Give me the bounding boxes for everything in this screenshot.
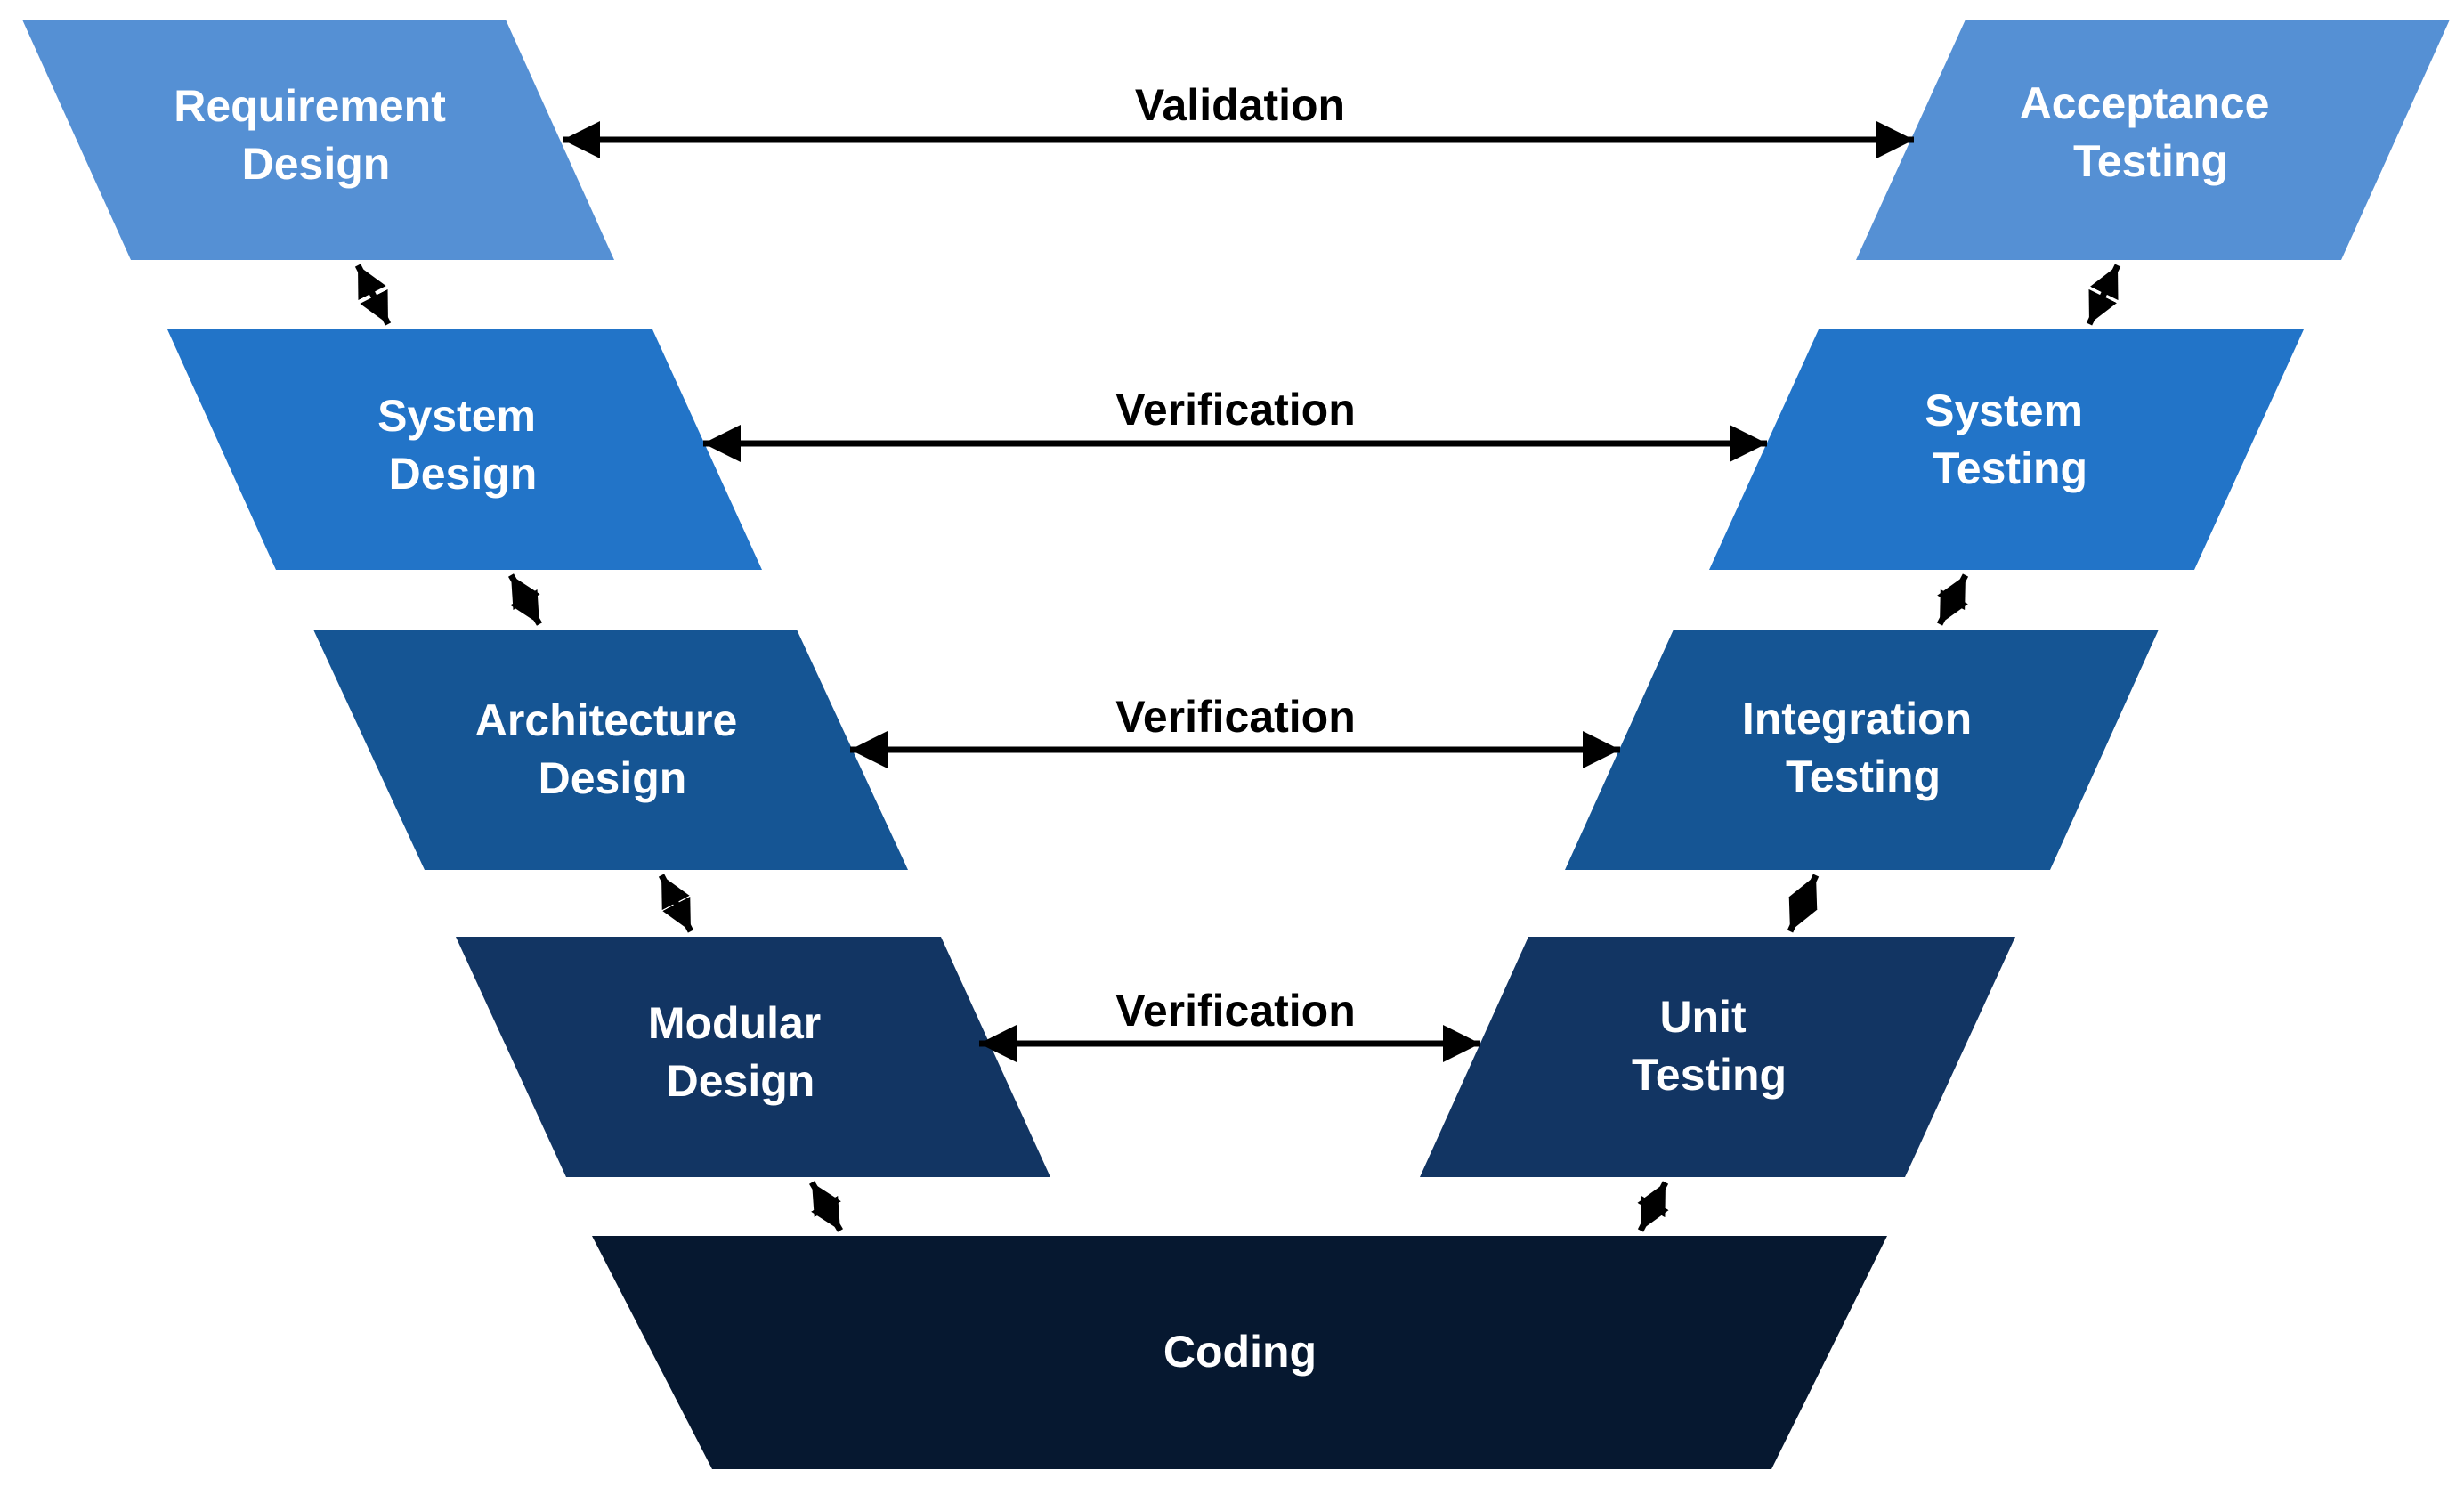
connector-system-acceptance [2086, 264, 2121, 326]
architecture-design-shape [313, 630, 908, 870]
system-testing-box: System Testing [1709, 329, 2304, 570]
verification-label-architecture: Verification [1115, 692, 1356, 742]
integration-testing-box: Integration Testing [1565, 630, 2159, 870]
unit-testing-label: Unit Testing [1632, 992, 1787, 1100]
validation-label: Validation [1135, 80, 1345, 130]
integration-testing-shape [1565, 630, 2159, 870]
coding-shape [592, 1236, 1887, 1469]
acceptance-testing-shape [1856, 20, 2450, 260]
system-testing-label: System Testing [1925, 386, 2095, 493]
system-design-box: System Design [167, 329, 762, 570]
system-design-shape [167, 329, 762, 570]
architecture-design-box: Architecture Design [313, 630, 908, 870]
coding-label: Coding [1163, 1327, 1317, 1377]
integration-testing-label: Integration Testing [1742, 694, 1984, 801]
system-testing-shape [1709, 329, 2304, 570]
modular-design-label: Modular Design [648, 998, 833, 1106]
connector-integration-system [1936, 573, 1969, 626]
requirement-design-box: Requirement Design [22, 20, 614, 260]
architecture-design-label: Architecture Design [475, 695, 750, 803]
unit-testing-shape [1420, 937, 2015, 1177]
acceptance-testing-box: Acceptance Testing [1856, 20, 2450, 260]
modular-design-box: Modular Design [456, 937, 1050, 1177]
connector-unit-integration [1787, 874, 1820, 933]
verification-label-system: Verification [1115, 385, 1356, 435]
verification-label-modular: Verification [1115, 986, 1356, 1036]
system-design-label: System Design [377, 391, 548, 499]
unit-testing-box: Unit Testing [1420, 937, 2015, 1177]
modular-design-shape [456, 937, 1050, 1177]
requirement-design-shape [22, 20, 614, 260]
coding-box: Coding [592, 1236, 1887, 1469]
acceptance-testing-label: Acceptance Testing [2020, 78, 2282, 186]
requirement-design-label: Requirement Design [174, 81, 458, 189]
connector-architecture-modular [658, 874, 694, 933]
connector-coding-unit [1637, 1181, 1669, 1232]
connector-system-architecture [507, 573, 543, 626]
connector-modular-coding [808, 1181, 844, 1232]
connector-requirement-system [354, 264, 392, 326]
